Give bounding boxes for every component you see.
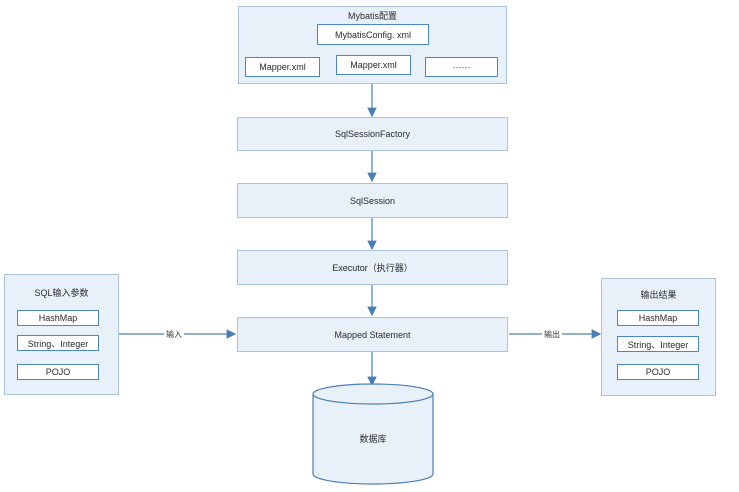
output-arrow-label: 输出 — [542, 329, 562, 340]
mybatis-config-title: Mybatis配置 — [347, 11, 397, 21]
output-result-title: 输出结果 — [640, 290, 677, 300]
mapper-file-2: Mapper.xml — [336, 55, 411, 75]
input-arrow-label: 输入 — [164, 329, 184, 340]
sql-input-params-title: SQL输入参数 — [34, 288, 89, 298]
mapper-file-1: Mapper.xml — [245, 57, 320, 77]
sqlsession-box: SqlSession — [237, 183, 508, 218]
input-string-integer: String、Integer — [17, 335, 99, 351]
sqlsession-factory-box: SqlSessionFactory — [237, 117, 508, 151]
mybatis-config-file: MybatisConfig. xml — [317, 24, 429, 45]
output-string-integer: String、Integer — [617, 336, 699, 352]
input-pojo: POJO — [17, 364, 99, 380]
output-hashmap: HashMap — [617, 310, 699, 326]
database-label: 数据库 — [359, 434, 387, 444]
output-pojo: POJO — [617, 364, 699, 380]
database-cylinder — [312, 383, 434, 485]
mapper-file-more: ······ — [425, 57, 498, 77]
executor-box: Executor（执行器） — [237, 250, 508, 285]
input-hashmap: HashMap — [17, 310, 99, 326]
mapped-statement-box: Mapped Statement — [237, 317, 508, 352]
